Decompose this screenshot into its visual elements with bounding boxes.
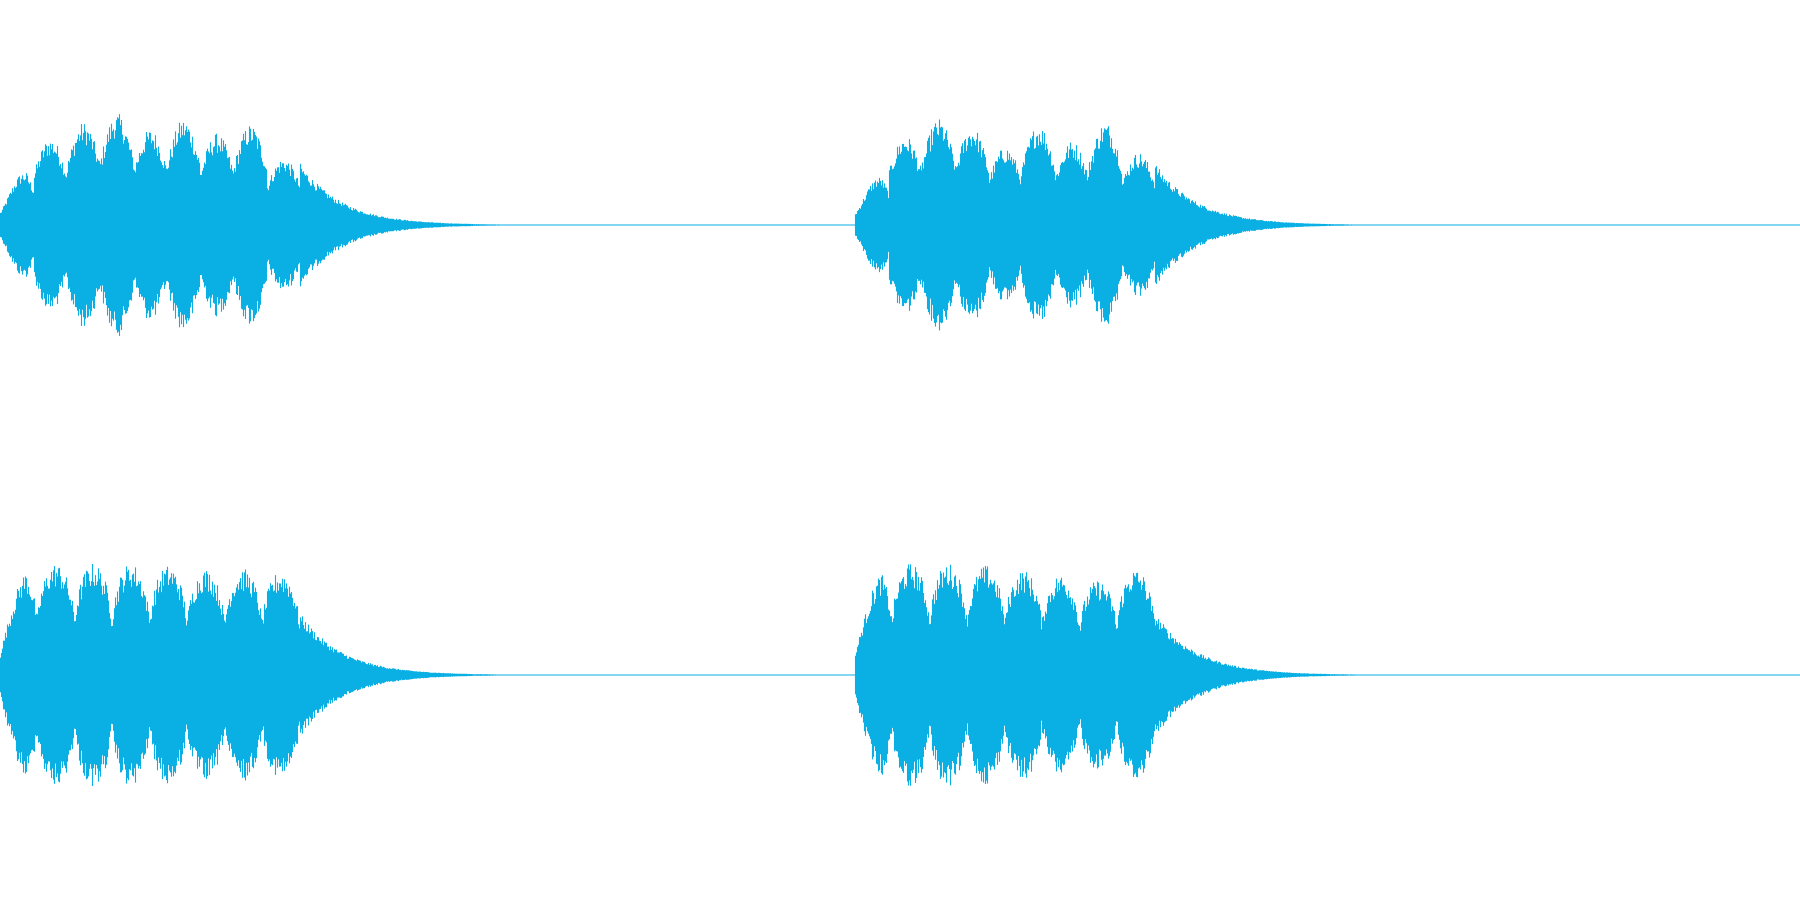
waveform-channel-top xyxy=(0,114,1800,336)
waveform-channel-bottom xyxy=(0,564,1800,786)
waveform-burst-1 xyxy=(0,114,521,336)
waveform-burst-2 xyxy=(854,119,1376,331)
waveform-burst-2 xyxy=(854,564,1376,786)
waveform-burst-1 xyxy=(0,564,521,786)
